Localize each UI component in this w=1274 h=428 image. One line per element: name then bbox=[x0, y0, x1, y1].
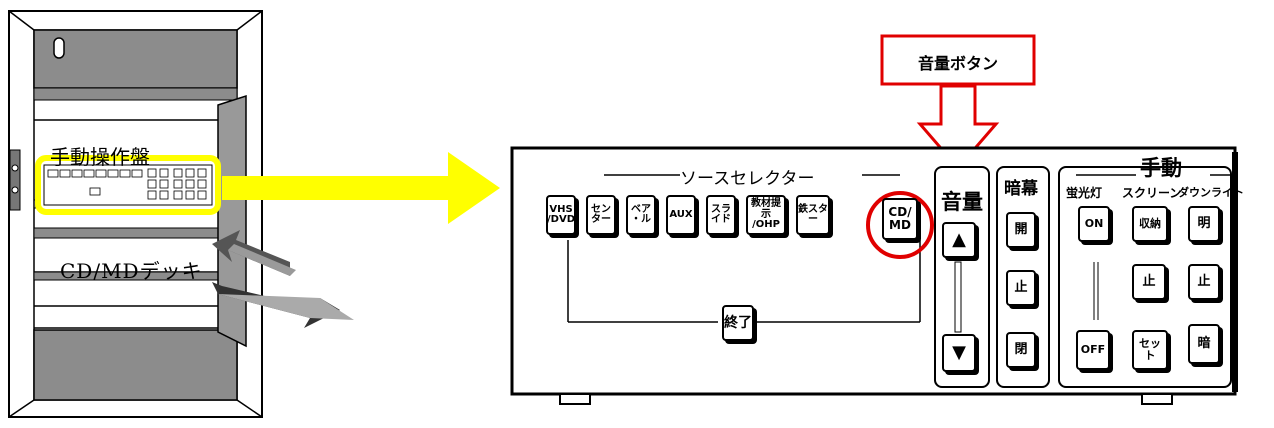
downlight-dark-button[interactable]: 暗 bbox=[1188, 324, 1220, 364]
highlight-circle bbox=[866, 191, 934, 259]
source-button-master[interactable]: 鉄スター bbox=[796, 195, 830, 235]
fluorescent-header: 蛍光灯 bbox=[1066, 186, 1103, 200]
down-arrow-icon bbox=[916, 84, 1000, 171]
screen-header: スクリーン bbox=[1122, 186, 1182, 200]
callout-label: 音量ボタン bbox=[917, 54, 998, 73]
manual-title: 手動 bbox=[1140, 156, 1182, 180]
screen-store-button[interactable]: 収納 bbox=[1132, 206, 1168, 242]
end-button[interactable]: 終了 bbox=[722, 305, 754, 341]
manual-panel-label: 手動操作盤 bbox=[50, 145, 150, 169]
source-button-center[interactable]: センター bbox=[586, 195, 616, 235]
downlight-stop-button[interactable]: 止 bbox=[1188, 264, 1220, 300]
downlight-bright-button[interactable]: 明 bbox=[1188, 206, 1220, 242]
equipment-rack: 手動操作盤 CD/MDデッキ bbox=[8, 10, 263, 418]
handle-icon bbox=[53, 37, 65, 59]
cd-md-deck-label: CD/MDデッキ bbox=[60, 259, 203, 283]
source-button-vhs-dvd[interactable]: VHS /DVD bbox=[546, 195, 576, 235]
source-selector-title: ソースセレクター bbox=[680, 169, 815, 189]
volume-up-button[interactable]: ▲ bbox=[942, 222, 976, 258]
source-button-cd-md[interactable]: CD/ MD bbox=[882, 198, 918, 240]
volume-title: 音量 bbox=[941, 190, 983, 214]
light-off-button[interactable]: OFF bbox=[1076, 330, 1110, 370]
curtain-close-button[interactable]: 閉 bbox=[1006, 332, 1036, 368]
screen-stop-button[interactable]: 止 bbox=[1132, 264, 1166, 300]
manual-group bbox=[1058, 166, 1232, 388]
downlight-header: ダウンライト bbox=[1178, 186, 1244, 199]
control-panel bbox=[510, 146, 1237, 396]
source-button-document-ohp[interactable]: 教材提示 /OHP bbox=[746, 195, 786, 235]
rack-drawing bbox=[8, 10, 263, 418]
volume-group bbox=[934, 166, 990, 388]
curtain-open-button[interactable]: 開 bbox=[1006, 212, 1036, 248]
callout-box bbox=[880, 34, 1036, 86]
screen-set-button[interactable]: セット bbox=[1132, 330, 1168, 370]
up-triangle-icon: ▲ bbox=[952, 228, 966, 250]
source-button-aux[interactable]: AUX bbox=[666, 195, 696, 235]
source-button-slide[interactable]: スライド bbox=[706, 195, 736, 235]
curtain-group bbox=[996, 166, 1050, 388]
curtain-title: 暗幕 bbox=[1004, 179, 1038, 199]
gray-arrow-lower-icon bbox=[212, 282, 354, 328]
down-triangle-icon: ▼ bbox=[952, 341, 966, 363]
yellow-arrow-icon bbox=[222, 152, 500, 224]
volume-down-button[interactable]: ▼ bbox=[942, 334, 976, 372]
gray-arrow-upper-icon bbox=[212, 230, 296, 276]
curtain-stop-button[interactable]: 止 bbox=[1006, 270, 1036, 306]
light-on-button[interactable]: ON bbox=[1078, 206, 1110, 242]
source-button-pair[interactable]: ベア ・ル bbox=[626, 195, 656, 235]
